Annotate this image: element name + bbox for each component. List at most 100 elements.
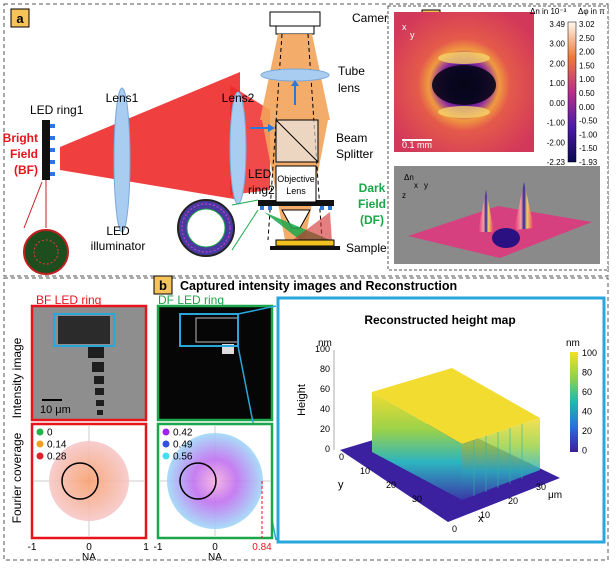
panel-a-frame [3, 3, 609, 277]
z-unit: nm [318, 338, 332, 349]
surface-3d-dip [492, 228, 520, 248]
led-ring2-label-2: ring2 [248, 183, 275, 197]
led-ring1-inset-ring [33, 239, 59, 265]
bf-scalebar-label: 10 μm [40, 404, 71, 416]
bf-feature-main [58, 316, 110, 344]
tube-lens [260, 68, 330, 82]
panel-c: c x y 0.1 mm Δn in 10⁻³ Δφ in π 3.493.00… [387, 5, 609, 271]
lens1-label: Lens1 [106, 91, 139, 105]
colorbar-left-tick: -2.00 [547, 138, 566, 147]
legend-label: 0.28 [47, 452, 67, 463]
bf-fourier-coverage [49, 441, 129, 521]
colorbar-right-ticks: 3.022.502.001.501.000.500.00-0.50-1.00-1… [579, 20, 598, 167]
colorbar-right-tick: 1.50 [579, 61, 595, 70]
y-tick-label: 20 [386, 480, 396, 490]
axis-x-bottom: x [414, 181, 418, 190]
led-ring2-leds [260, 206, 332, 210]
colorbar-right-tick: 3.02 [579, 20, 595, 29]
svg-text:b: b [159, 278, 167, 293]
xy-unit: μm [548, 490, 562, 501]
badge-b: b [153, 275, 173, 295]
colorbar-left-tick: 3.00 [549, 40, 565, 49]
df-intensity-image [156, 304, 274, 422]
axis-x-top: x [402, 22, 407, 32]
height-colorbar-tick: 100 [582, 348, 597, 358]
bf-label-1: Bright [3, 131, 38, 145]
colorbar-right-tick: 1.00 [579, 75, 595, 84]
colorbar-right-tick: 2.50 [579, 34, 595, 43]
legend-label: 0 [47, 428, 53, 439]
colorbar-right-tick: -1.00 [579, 130, 598, 139]
legend-swatch [36, 440, 44, 448]
legend-swatch [162, 440, 170, 448]
df-ring-label: DF LED ring [158, 293, 224, 307]
beam-splitter-label-2: Splitter [336, 147, 373, 161]
colorbar-right-tick: -1.50 [579, 144, 598, 153]
beam-splitter-label-1: Beam [336, 131, 367, 145]
camera [269, 11, 321, 27]
bf-feature-blocks [88, 346, 104, 415]
x-tick-label: 0 [452, 524, 457, 534]
panel-a: a Lens1 Lens2 LED ring1 Bright Field (BF… [3, 3, 609, 277]
row-label-intensity: Intensity image [10, 337, 24, 418]
y-tick-label: 30 [412, 494, 422, 504]
led-ring2-inset-ring [181, 203, 231, 253]
z-tick-label: 80 [320, 364, 330, 374]
colorbar-left-tick: 1.00 [549, 79, 565, 88]
surface-3d-peak-right [514, 182, 534, 230]
objective-label-2: Lens [286, 186, 306, 196]
height-colorbar-tick: 20 [582, 426, 592, 436]
legend-swatch [162, 452, 170, 460]
z-tick-label: 0 [325, 444, 330, 454]
lens1 [113, 87, 131, 233]
height-colorbar-tick: 0 [582, 446, 587, 456]
callout-line-2 [23, 181, 43, 229]
y-axis-label: y [338, 479, 344, 491]
bf-ring-label: BF LED ring [36, 293, 101, 307]
z-tick-label: 60 [320, 384, 330, 394]
x-tick-label: 10 [480, 510, 490, 520]
df-label-2: Field [358, 197, 386, 211]
bf-label-2: Field [10, 147, 38, 161]
led-ring2 [258, 200, 334, 206]
colorbar-header-dphi: Δφ in π [578, 7, 605, 16]
df-zoom-box [179, 313, 239, 347]
objective-lens [275, 165, 317, 203]
df-label-1: Dark [359, 181, 386, 195]
svg-text:a: a [16, 11, 24, 26]
legend-label: 0.14 [47, 440, 67, 451]
led-illuminator-label-2: illuminator [91, 239, 146, 253]
led-ring1 [42, 120, 50, 180]
legend-label: 0.56 [173, 452, 193, 463]
svg-text:-1: -1 [28, 542, 37, 553]
led-ring1-leds [50, 124, 55, 176]
legend-label: 0.42 [173, 428, 193, 439]
svg-text:0.84: 0.84 [252, 542, 272, 553]
camera-label: Camera [352, 11, 395, 25]
svg-text:0: 0 [86, 542, 92, 553]
colorbar-left-ticks: 3.493.002.001.000.00-1.00-2.00-2.23 [547, 20, 566, 167]
lens2 [229, 91, 247, 205]
sample [275, 239, 335, 247]
led-ring1-inset [23, 229, 69, 275]
height-colorbar-tick: 80 [582, 368, 592, 378]
svg-text:1: 1 [143, 542, 149, 553]
z-tick-label: 100 [315, 344, 330, 354]
phase-map-core [432, 65, 496, 105]
colorbar-right-tick: 2.00 [579, 48, 595, 57]
bf-pupil-circle [61, 462, 99, 500]
df-fourier-coverage [167, 433, 263, 529]
df-feature-bright [222, 344, 234, 354]
y-tick-label: 10 [360, 466, 370, 476]
led-ring1-label: LED ring1 [30, 103, 84, 117]
bf-beam [60, 72, 240, 200]
colorbar-left-tick: 3.49 [549, 20, 565, 29]
phase-map-lobe-bottom [438, 106, 490, 118]
objective-label-1: Objective [277, 174, 315, 184]
panel-b-frame [3, 277, 609, 561]
axis-dn: Δn [404, 173, 414, 182]
phase-map-lobe-top [438, 52, 490, 64]
